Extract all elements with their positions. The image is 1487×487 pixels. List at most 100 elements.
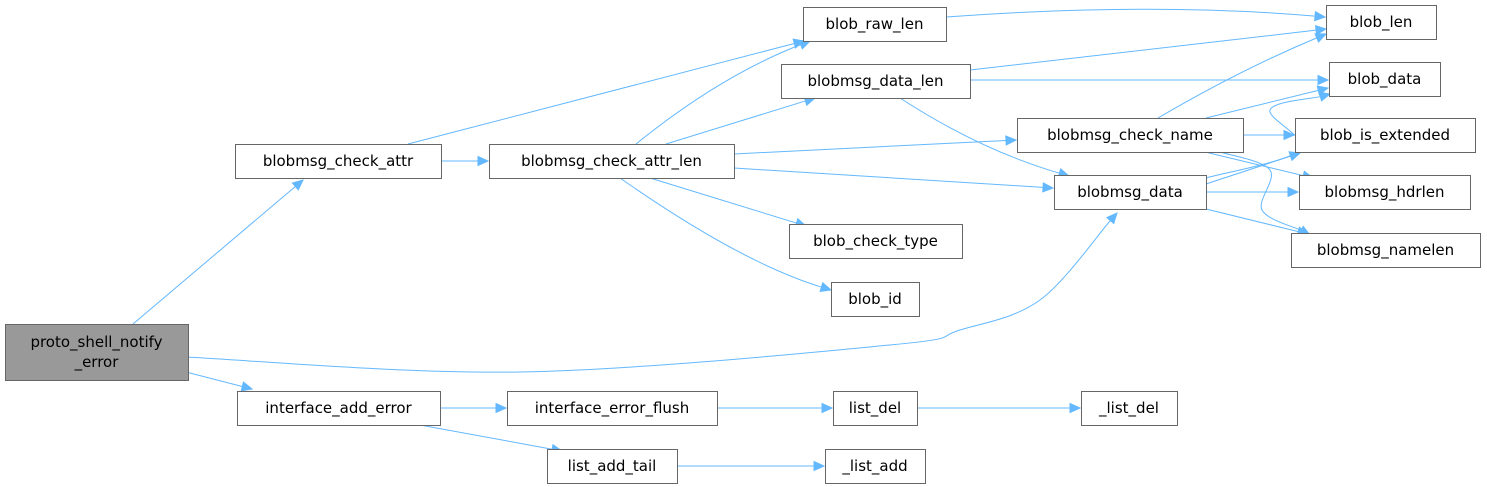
arrowhead-icon: [1069, 402, 1082, 414]
edge-interface_error_flush-to-list_del: [717, 402, 834, 414]
node-box: [831, 282, 920, 317]
node-box: [547, 449, 678, 484]
node-blob_id[interactable]: blob_id: [831, 282, 920, 317]
arrowhead-icon: [240, 381, 254, 392]
edge-line: [635, 44, 801, 145]
edge-blobmsg_check_attr-to-blobmsg_check_attr_len: [441, 155, 490, 167]
node-box: [1299, 175, 1471, 210]
node-box: [803, 7, 947, 42]
node-blobmsg_hdrlen[interactable]: blobmsg_hdrlen: [1299, 175, 1471, 210]
node-proto_shell_notify_error[interactable]: proto_shell_notify_error: [5, 324, 189, 381]
node-box: [1326, 5, 1437, 40]
edge-line: [185, 220, 1111, 373]
node-interface_error_flush[interactable]: interface_error_flush: [507, 391, 718, 426]
arrowhead-icon: [1106, 212, 1118, 225]
node-box: [1054, 175, 1207, 210]
node-label: _list_add: [841, 457, 907, 476]
node-label: interface_add_error: [265, 399, 412, 418]
node-blobmsg_namelen[interactable]: blobmsg_namelen: [1291, 233, 1481, 268]
node-label: blob_raw_len: [826, 15, 924, 34]
node-list_add_tail[interactable]: list_add_tail: [547, 449, 678, 484]
node-blobmsg_check_attr_len[interactable]: blobmsg_check_attr_len: [489, 144, 735, 179]
edge-line: [1219, 151, 1302, 231]
node-label: blob_id: [848, 290, 902, 309]
edge-blob_raw_len-to-blob_len: [945, 8, 1327, 22]
edge-blobmsg_data_len-to-blob_data: [970, 74, 1330, 86]
edge-blobmsg_check_name-to-blob_data: [1205, 85, 1330, 119]
arrowhead-icon: [1042, 182, 1055, 193]
arrowhead-icon: [1314, 24, 1328, 36]
node-blob_data[interactable]: blob_data: [1329, 62, 1441, 97]
arrowhead-icon: [1314, 33, 1328, 43]
arrowhead-icon: [495, 402, 508, 414]
node-label: _error: [74, 353, 120, 372]
edge-blobmsg_data-to-blobmsg_hdrlen: [1206, 186, 1300, 198]
node-box: [1081, 391, 1178, 426]
edge-blobmsg_check_attr-to-blob_raw_len: [407, 38, 806, 145]
node-label: blob_is_extended: [1320, 126, 1450, 145]
nodes-layer: proto_shell_notify_error blobmsg_check_at…: [5, 5, 1481, 484]
arrowhead-icon: [1317, 74, 1330, 86]
node-box: [833, 391, 918, 426]
arrowhead-icon: [1283, 129, 1296, 141]
edge-line: [969, 29, 1317, 71]
node-label: blob_data: [1348, 70, 1422, 89]
edge-blobmsg_data-to-blobmsg_namelen: [1205, 208, 1310, 237]
node-label: blob_check_type: [813, 232, 938, 251]
arrowhead-icon: [819, 281, 833, 292]
edge-line: [665, 100, 806, 145]
node-box: [1295, 118, 1476, 153]
arrowhead-icon: [813, 460, 826, 472]
edge-interface_add_error-to-list_add_tail: [419, 424, 564, 455]
node-blobmsg_data_len[interactable]: blobmsg_data_len: [781, 64, 971, 99]
edge-line: [619, 177, 822, 288]
node-box: [235, 144, 442, 179]
arrowhead-icon: [821, 402, 834, 414]
edges-layer: [132, 8, 1332, 472]
node-blob_raw_len[interactable]: blob_raw_len: [803, 7, 947, 42]
edge-line: [132, 186, 296, 325]
edge-line: [733, 139, 1007, 155]
edge-line: [733, 167, 1044, 188]
node-label: proto_shell_notify: [30, 333, 162, 352]
node-_list_del[interactable]: _list_del: [1081, 391, 1178, 426]
edge-list_del-to-_list_del: [917, 402, 1082, 414]
node-interface_add_error[interactable]: interface_add_error: [237, 391, 441, 426]
edge-line: [419, 424, 553, 450]
node-blobmsg_data[interactable]: blobmsg_data: [1054, 175, 1207, 210]
node-box: [1017, 118, 1244, 153]
node-box: [5, 324, 189, 381]
node-label: blobmsg_data_len: [807, 72, 943, 91]
edge-proto_shell_notify_error-to-blobmsg_check_attr: [132, 179, 304, 325]
edge-blobmsg_check_attr_len-to-blob_check_type: [649, 177, 808, 228]
node-label: blobmsg_hdrlen: [1325, 183, 1445, 202]
edge-line: [1205, 155, 1291, 185]
arrowhead-icon: [1318, 91, 1332, 102]
node-blobmsg_check_name[interactable]: blobmsg_check_name: [1017, 118, 1244, 153]
node-_list_add[interactable]: _list_add: [825, 449, 926, 484]
edge-blobmsg_data_len-to-blob_len: [969, 24, 1328, 71]
edge-interface_add_error-to-interface_error_flush: [440, 402, 508, 414]
node-blob_len[interactable]: blob_len: [1326, 5, 1437, 40]
edge-blobmsg_check_attr_len-to-blob_id: [619, 177, 833, 292]
node-box: [489, 144, 735, 179]
node-label: list_del: [849, 399, 901, 418]
node-box: [237, 391, 441, 426]
node-label: blobmsg_check_name: [1047, 126, 1213, 145]
edge-list_add_tail-to-_list_add: [677, 460, 826, 472]
node-label: blobmsg_check_attr_len: [521, 152, 702, 171]
node-box: [507, 391, 718, 426]
node-label: list_add_tail: [568, 457, 657, 476]
node-list_del[interactable]: list_del: [833, 391, 918, 426]
node-label: blobmsg_check_attr: [263, 152, 414, 171]
node-label: _list_del: [1098, 399, 1159, 418]
edge-proto_shell_notify_error-to-blobmsg_data: [185, 212, 1118, 373]
node-label: blobmsg_namelen: [1317, 241, 1454, 260]
node-blob_is_extended[interactable]: blob_is_extended: [1295, 118, 1476, 153]
edge-blobmsg_check_name-to-blob_is_extended: [1243, 129, 1296, 141]
node-blobmsg_check_attr[interactable]: blobmsg_check_attr: [235, 144, 442, 179]
arrowhead-icon: [1287, 186, 1300, 198]
node-box: [781, 64, 971, 99]
node-blob_check_type[interactable]: blob_check_type: [789, 224, 963, 259]
